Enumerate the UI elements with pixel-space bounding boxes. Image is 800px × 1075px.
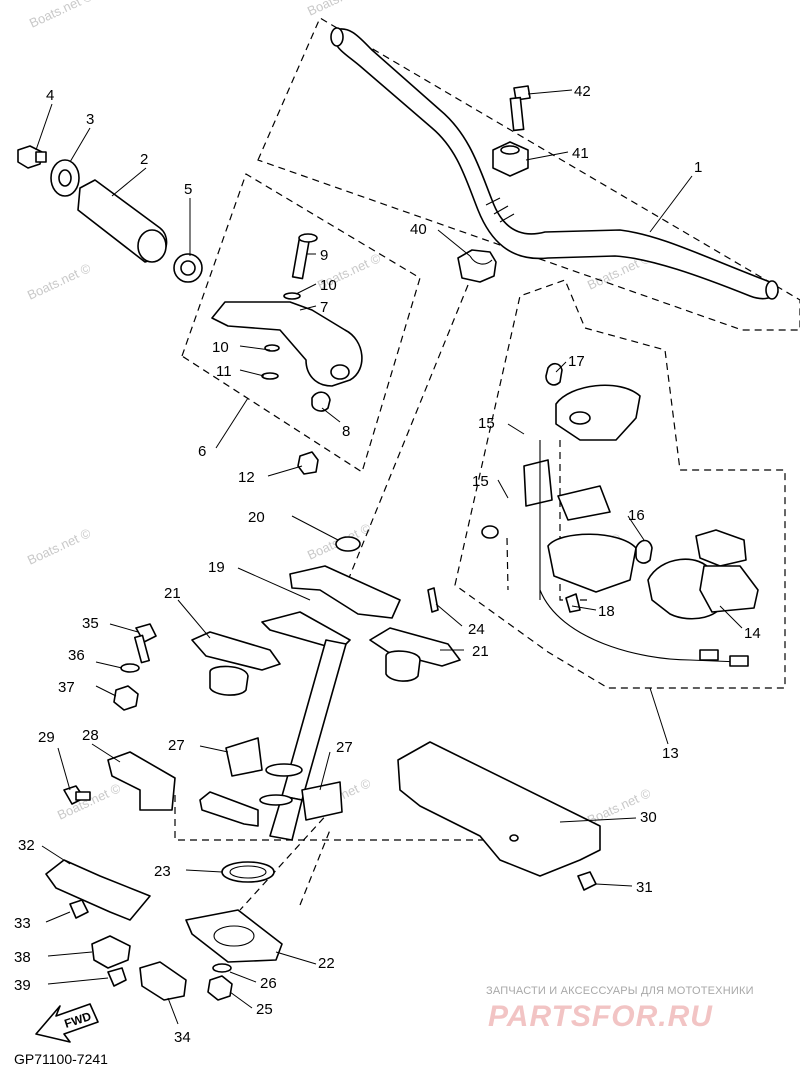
callout-31: 31 xyxy=(636,879,653,896)
callout-8: 8 xyxy=(342,423,350,440)
lever-parts xyxy=(211,233,363,475)
callout-5: 5 xyxy=(184,181,192,198)
bracket-28 xyxy=(63,751,176,811)
lower-brackets xyxy=(45,859,187,1001)
switch-link-b xyxy=(559,440,590,601)
fasteners-left xyxy=(113,623,157,711)
lower-link xyxy=(239,799,341,911)
callout-9: 9 xyxy=(320,247,328,264)
brand-logo: PARTSFOR.RU xyxy=(488,1000,713,1033)
callout-17: 17 xyxy=(568,353,585,370)
switch-assembly xyxy=(481,362,759,667)
column-link xyxy=(339,284,469,601)
callout-29: 29 xyxy=(38,729,55,746)
callout-33: 33 xyxy=(14,915,31,932)
lower-plate-parts xyxy=(185,861,283,1001)
callout-34: 34 xyxy=(174,1029,191,1046)
callout-35: 35 xyxy=(82,615,99,632)
callout-3: 3 xyxy=(86,111,94,128)
diagram-code: GP71100-7241 xyxy=(14,1051,108,1067)
callout-32: 32 xyxy=(18,837,35,854)
callout-20: 20 xyxy=(248,509,265,526)
switch-assembly-outline xyxy=(454,279,786,689)
callout-21-left: 21 xyxy=(164,585,181,602)
callout-27-right: 27 xyxy=(336,739,353,756)
callout-30: 30 xyxy=(640,809,657,826)
callout-37: 37 xyxy=(58,679,75,696)
callout-26: 26 xyxy=(260,975,277,992)
plate-link xyxy=(299,829,331,906)
callout-7: 7 xyxy=(320,299,328,316)
watermark: Boats.net © xyxy=(25,525,93,568)
steering-column xyxy=(199,639,347,841)
column-top-parts xyxy=(191,536,461,696)
brand: ЗАПЧАСТИ И АКСЕССУАРЫ ДЛЯ МОТОТЕХНИКИ PA… xyxy=(486,985,754,1033)
watermark: Boats.net © xyxy=(25,260,93,303)
callout-14: 14 xyxy=(744,625,761,642)
callout-10-upper: 10 xyxy=(320,277,337,294)
callout-41: 41 xyxy=(572,145,589,162)
callout-39: 39 xyxy=(14,977,31,994)
watermark: Boats.net © xyxy=(27,0,95,31)
handlebar-part xyxy=(330,27,779,300)
callout-2: 2 xyxy=(140,151,148,168)
clamp-parts xyxy=(457,85,531,283)
watermark: Boats.net © xyxy=(305,0,373,19)
callout-21-right: 21 xyxy=(472,643,489,660)
callout-40: 40 xyxy=(410,221,427,238)
callout-42: 42 xyxy=(574,83,591,100)
grip-parts xyxy=(17,145,203,283)
callout-36: 36 xyxy=(68,647,85,664)
callout-22: 22 xyxy=(318,955,335,972)
callout-16: 16 xyxy=(628,507,645,524)
callout-27-left: 27 xyxy=(168,737,185,754)
callout-13: 13 xyxy=(662,745,679,762)
bracket-link xyxy=(174,795,515,841)
callout-15-lower: 15 xyxy=(472,473,489,490)
brand-tagline: ЗАПЧАСТИ И АКСЕССУАРЫ ДЛЯ МОТОТЕХНИКИ xyxy=(486,985,754,997)
callout-12: 12 xyxy=(238,469,255,486)
assembly-outlines xyxy=(174,17,800,911)
callout-28: 28 xyxy=(82,727,99,744)
callouts: 4 3 2 5 1 42 41 40 9 10 7 10 11 8 6 12 2… xyxy=(14,83,761,1046)
callout-1: 1 xyxy=(694,159,702,176)
callout-15-upper: 15 xyxy=(478,415,495,432)
callout-11: 11 xyxy=(216,363,232,380)
callout-18: 18 xyxy=(598,603,615,620)
leader-lines xyxy=(35,89,743,1025)
watermark: Boats.net © xyxy=(55,780,123,823)
switch-link-a xyxy=(506,537,509,591)
callout-23: 23 xyxy=(154,863,171,880)
callout-24: 24 xyxy=(468,621,485,638)
callout-10-lower: 10 xyxy=(212,339,229,356)
bracket-30 xyxy=(397,741,601,891)
callout-38: 38 xyxy=(14,949,31,966)
callout-25: 25 xyxy=(256,1001,273,1018)
callout-4: 4 xyxy=(46,87,54,104)
fwd-arrow: FWD xyxy=(35,1003,99,1043)
bushings xyxy=(225,737,343,821)
callout-6: 6 xyxy=(198,443,206,460)
callout-19: 19 xyxy=(208,559,225,576)
